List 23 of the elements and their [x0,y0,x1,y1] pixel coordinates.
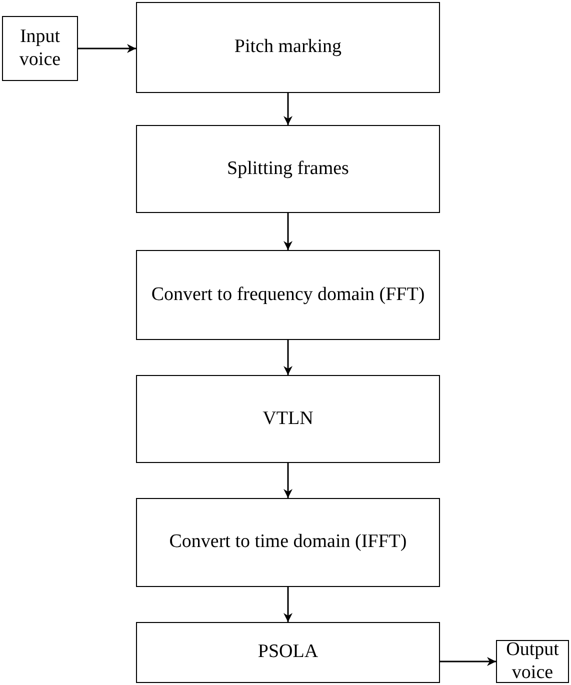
arrow [284,587,292,622]
box-label: Input voice [18,26,62,72]
process-box [2,16,78,81]
box-label: PSOLA [258,641,318,664]
arrow [284,213,292,250]
box-label: Output voice [505,638,560,684]
box-label: Convert to time domain (IFFT) [169,531,407,554]
box-label: Convert to frequency domain (FFT) [151,284,425,306]
box-label: VTLN [262,408,314,430]
process-box [136,2,440,93]
process-box [496,640,569,683]
process-box [136,250,440,340]
process-box [136,498,440,587]
process-box [136,375,440,463]
arrow [78,44,136,53]
process-box [136,125,440,213]
box-label: Splitting frames [227,158,349,180]
box-label: Pitch marking [234,36,342,59]
process-box [136,622,440,683]
arrow [440,657,496,666]
arrow [284,340,292,375]
arrow [284,93,292,125]
arrow [284,463,292,498]
